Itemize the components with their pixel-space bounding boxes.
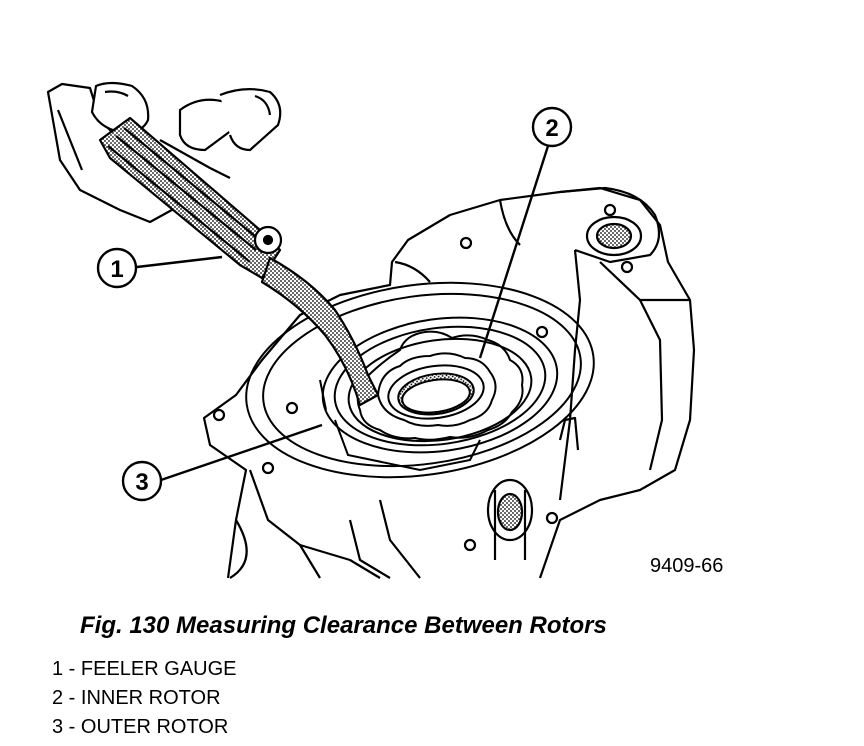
legend-item-outer-rotor: 3 - OUTER ROTOR — [52, 716, 229, 738]
legend-item-feeler-gauge: 1 - FEELER GAUGE — [52, 658, 237, 680]
leader-2 — [478, 145, 550, 359]
callout-2-number: 2 — [545, 115, 558, 142]
callout-2: 2 — [531, 106, 573, 148]
feeler-gauge-drawing — [98, 116, 380, 407]
oil-pump-illustration: 1 2 3 9409-66 — [46, 81, 723, 579]
callout-3: 3 — [121, 460, 163, 502]
figure-code: 9409-66 — [650, 555, 723, 577]
callout-1-number: 1 — [110, 256, 123, 283]
leader-1 — [136, 255, 223, 269]
callout-3-number: 3 — [135, 469, 148, 496]
callout-leaders — [136, 145, 550, 482]
callout-1: 1 — [96, 247, 138, 289]
legend-item-inner-rotor: 2 - INNER ROTOR — [52, 687, 221, 709]
leader-3 — [160, 423, 323, 482]
callout-1-circle — [96, 247, 138, 289]
inner-rotor-drawing — [376, 352, 497, 427]
figure-caption: Fig. 130 Measuring Clearance Between Rot… — [80, 612, 607, 639]
callout-3-circle — [121, 460, 163, 502]
legend-list: 1 - FEELER GAUGE 2 - INNER ROTOR 3 - OUT… — [52, 655, 237, 742]
callout-2-circle — [531, 106, 573, 148]
